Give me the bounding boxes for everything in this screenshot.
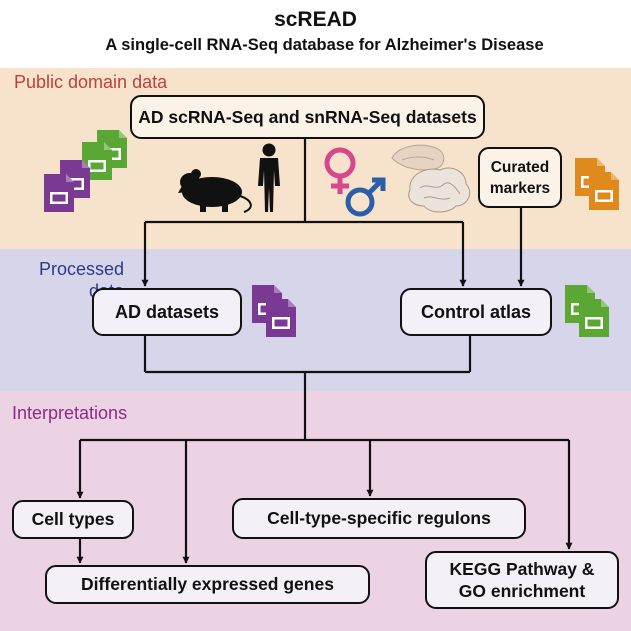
section-label-public: Public domain data	[14, 72, 168, 92]
section-label-interpretations: Interpretations	[12, 403, 128, 423]
source-datasets-node: AD scRNA-Seq and snRNA-Seq datasets	[130, 95, 485, 139]
regulons-node: Cell-type-specific regulons	[232, 498, 526, 539]
female-icon	[324, 147, 356, 194]
human-icon	[258, 143, 280, 212]
file-stack-icon	[565, 285, 609, 337]
file-stack-icon	[44, 130, 127, 212]
file-stack-icon	[575, 158, 619, 210]
deg-node: Differentially expressed genes	[45, 565, 370, 604]
flow-connectors	[76, 139, 573, 564]
diagram-subtitle: A single-cell RNA-Seq database for Alzhe…	[105, 36, 544, 54]
control-atlas-node: Control atlas	[400, 288, 552, 336]
human-brain-icon	[408, 167, 471, 213]
mouse-icon	[178, 169, 252, 213]
curated-markers-node: Curated markers	[478, 147, 562, 208]
mouse-brain-icon	[391, 144, 445, 171]
cell-types-node: Cell types	[12, 500, 134, 539]
ad-datasets-node: AD datasets	[92, 288, 242, 336]
male-icon	[345, 177, 386, 217]
file-stack-icon	[252, 285, 296, 337]
diagram-title: scREAD	[274, 8, 357, 31]
kegg-go-node: KEGG Pathway & GO enrichment	[425, 551, 619, 609]
